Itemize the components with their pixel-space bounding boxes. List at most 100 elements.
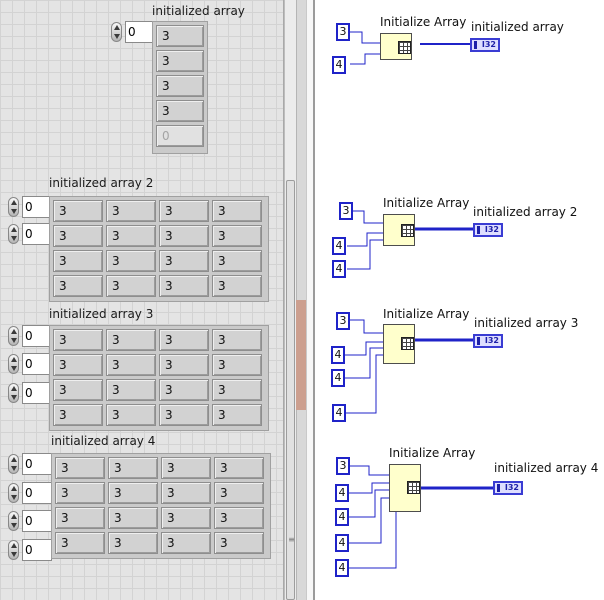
initialize-array-node[interactable]	[383, 214, 415, 246]
index-value[interactable]: 0	[22, 382, 52, 404]
array-cell[interactable]: 3	[106, 404, 156, 426]
spin-arrows-icon[interactable]	[8, 511, 19, 531]
array-cell[interactable]: 3	[212, 354, 262, 376]
array-4-index-0[interactable]: 0	[8, 453, 52, 475]
array-cell[interactable]: 3	[161, 507, 211, 529]
array-cell[interactable]: 3	[55, 457, 105, 479]
array-cell[interactable]: 3	[53, 200, 103, 222]
array-3-index-1[interactable]: 0	[8, 353, 52, 375]
array-cell[interactable]: 3	[108, 532, 158, 554]
array-cell[interactable]: 3	[214, 532, 264, 554]
array-2-index-1[interactable]: 0	[8, 223, 52, 245]
spin-arrows-icon[interactable]	[8, 454, 19, 474]
array-cell[interactable]: 3	[53, 329, 103, 351]
array-cell[interactable]: 3	[53, 250, 103, 272]
scrollbar-thumb[interactable]: ≡	[286, 180, 295, 600]
array-cell[interactable]: 3	[106, 354, 156, 376]
array-cell[interactable]: 3	[156, 50, 204, 72]
array-cell[interactable]: 3	[212, 200, 262, 222]
array-4-index-2[interactable]: 0	[8, 510, 52, 532]
diagram-divider[interactable]	[306, 0, 315, 600]
array-cell[interactable]: 3	[108, 457, 158, 479]
constant-dimension[interactable]: 4	[331, 369, 345, 387]
constant-dimension[interactable]: 4	[335, 534, 349, 552]
index-value[interactable]: 0	[125, 21, 155, 43]
array-cell[interactable]: 3	[108, 482, 158, 504]
array-3-index-2[interactable]: 0	[8, 382, 52, 404]
index-value[interactable]: 0	[22, 353, 52, 375]
array-cell[interactable]: 3	[159, 250, 209, 272]
array-cell[interactable]: 3	[106, 200, 156, 222]
array-cell[interactable]: 3	[161, 482, 211, 504]
array-cell[interactable]: 3	[53, 354, 103, 376]
array-4-index-3[interactable]: 0	[8, 539, 52, 561]
constant-element[interactable]: 3	[336, 457, 350, 475]
index-value[interactable]: 0	[22, 223, 52, 245]
constant-dimension[interactable]: 4	[335, 559, 349, 577]
array-cell[interactable]: 3	[53, 275, 103, 297]
array-cell[interactable]: 3	[55, 507, 105, 529]
array-cell[interactable]: 3	[106, 225, 156, 247]
array-2-index-0[interactable]: 0	[8, 196, 52, 218]
array-cell[interactable]: 3	[106, 329, 156, 351]
spin-arrows-icon[interactable]	[8, 383, 19, 403]
array-cell[interactable]: 3	[212, 275, 262, 297]
constant-dimension[interactable]: 4	[331, 346, 345, 364]
constant-dimension[interactable]: 4	[335, 484, 349, 502]
array-cell[interactable]: 3	[106, 275, 156, 297]
constant-dimension[interactable]: 4	[332, 237, 346, 255]
vertical-scrollbar[interactable]: ≡	[284, 0, 296, 600]
array-1-index-0[interactable]: 0	[111, 21, 155, 43]
array-cell[interactable]: 3	[159, 379, 209, 401]
array-cell[interactable]: 3	[156, 100, 204, 122]
spin-arrows-icon[interactable]	[8, 540, 19, 560]
array-cell[interactable]: 3	[214, 507, 264, 529]
array-cell[interactable]: 3	[156, 75, 204, 97]
index-value[interactable]: 0	[22, 510, 52, 532]
constant-dimension[interactable]: 4	[332, 260, 346, 278]
array-cell[interactable]: 3	[159, 329, 209, 351]
array-cell[interactable]: 3	[159, 225, 209, 247]
array-cell[interactable]: 3	[55, 482, 105, 504]
array-cell[interactable]: 3	[156, 25, 204, 47]
indicator-terminal[interactable]: I32	[470, 38, 500, 52]
initialize-array-node[interactable]	[383, 324, 415, 364]
constant-dimension[interactable]: 4	[335, 508, 349, 526]
array-cell[interactable]: 3	[161, 457, 211, 479]
array-cell[interactable]: 3	[53, 225, 103, 247]
indicator-terminal[interactable]: I32	[493, 481, 523, 495]
array-cell-empty[interactable]: 0	[156, 125, 204, 147]
array-cell[interactable]: 3	[53, 379, 103, 401]
spin-arrows-icon[interactable]	[8, 224, 19, 244]
array-cell[interactable]: 3	[159, 200, 209, 222]
array-cell[interactable]: 3	[106, 379, 156, 401]
array-cell[interactable]: 3	[53, 404, 103, 426]
array-cell[interactable]: 3	[214, 457, 264, 479]
array-cell[interactable]: 3	[159, 404, 209, 426]
array-cell[interactable]: 3	[108, 507, 158, 529]
index-value[interactable]: 0	[22, 325, 52, 347]
constant-element[interactable]: 3	[336, 312, 350, 330]
spin-arrows-icon[interactable]	[111, 22, 122, 42]
index-value[interactable]: 0	[22, 196, 52, 218]
index-value[interactable]: 0	[22, 539, 52, 561]
constant-dimension[interactable]: 4	[332, 404, 346, 422]
array-cell[interactable]: 3	[212, 329, 262, 351]
indicator-terminal[interactable]: I32	[473, 334, 503, 348]
array-cell[interactable]: 3	[159, 354, 209, 376]
constant-dimension[interactable]: 4	[332, 56, 346, 74]
array-cell[interactable]: 3	[159, 275, 209, 297]
array-cell[interactable]: 3	[212, 379, 262, 401]
spin-arrows-icon[interactable]	[8, 197, 19, 217]
initialize-array-node[interactable]	[389, 464, 421, 512]
constant-element[interactable]: 3	[336, 23, 350, 41]
array-cell[interactable]: 3	[106, 250, 156, 272]
index-value[interactable]: 0	[22, 453, 52, 475]
spin-arrows-icon[interactable]	[8, 483, 19, 503]
array-cell[interactable]: 3	[212, 404, 262, 426]
constant-element[interactable]: 3	[339, 202, 353, 220]
array-4-index-1[interactable]: 0	[8, 482, 52, 504]
array-cell[interactable]: 3	[212, 250, 262, 272]
array-3-index-0[interactable]: 0	[8, 325, 52, 347]
array-cell[interactable]: 3	[212, 225, 262, 247]
